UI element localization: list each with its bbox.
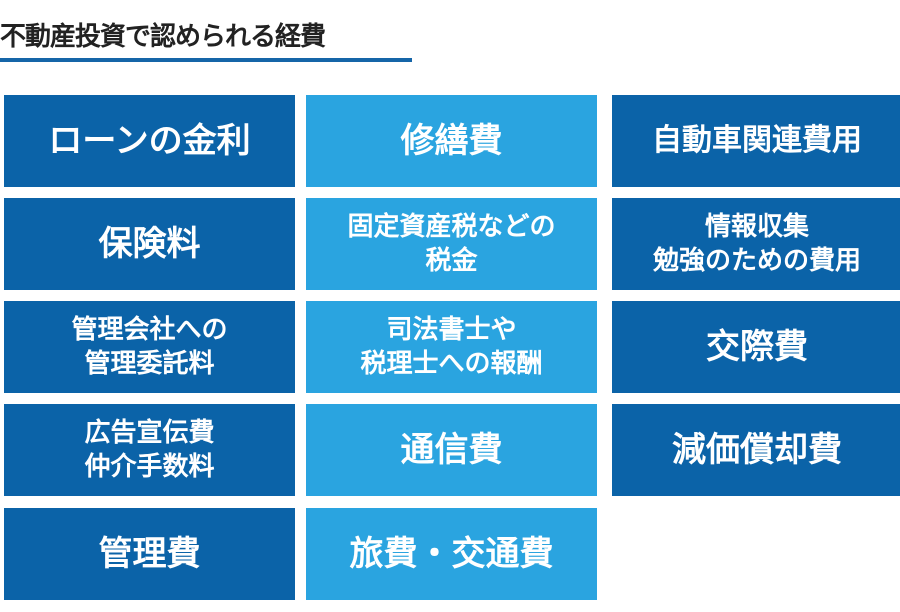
tile-label-line2: 勉強のための費用 — [652, 246, 861, 276]
tile-communication: 通信費 — [306, 404, 597, 496]
tile-label-line1: 管理会社への — [71, 315, 228, 345]
tile-label-line2: 税理士への報酬 — [360, 349, 543, 379]
tile-label-line1: 広告宣伝費 — [84, 418, 215, 448]
tile-label-line1: 情報収集 — [704, 212, 809, 242]
tile-depreciation: 減価償却費 — [612, 404, 900, 496]
tile-label: 自動車関連費用 — [652, 123, 862, 158]
tile-admin: 管理費 — [4, 508, 295, 600]
title-underline — [0, 58, 412, 62]
tile-travel: 旅費・交通費 — [306, 508, 597, 600]
tile-label: ローンの金利 — [48, 121, 251, 161]
tile-label-line2: 管理委託料 — [84, 349, 215, 379]
diagram-title: 不動産投資で認められる経費 — [0, 22, 326, 52]
tile-property-tax: 固定資産税などの 税金 — [306, 198, 597, 290]
tile-label-line2: 仲介手数料 — [84, 452, 215, 482]
tile-research: 情報収集 勉強のための費用 — [612, 198, 900, 290]
tile-label-line1: 固定資産税などの — [347, 212, 556, 242]
tile-professional-fees: 司法書士や 税理士への報酬 — [306, 301, 597, 393]
tile-insurance: 保険料 — [4, 198, 295, 290]
tile-vehicle: 自動車関連費用 — [612, 95, 900, 187]
tile-management-fee: 管理会社への 管理委託料 — [4, 301, 295, 393]
tile-entertainment: 交際費 — [612, 301, 900, 393]
tile-label: 管理費 — [98, 534, 201, 574]
tile-label: 保険料 — [98, 224, 201, 264]
tile-label: 旅費・交通費 — [349, 534, 554, 574]
tile-label: 修繕費 — [400, 121, 503, 161]
tile-advertising: 広告宣伝費 仲介手数料 — [4, 404, 295, 496]
tile-label: 通信費 — [400, 430, 503, 470]
tile-repairs: 修繕費 — [306, 95, 597, 187]
tile-loan-interest: ローンの金利 — [4, 95, 295, 187]
tile-label-line1: 司法書士や — [386, 315, 517, 345]
tile-label: 交際費 — [706, 327, 808, 367]
tile-label: 減価償却費 — [672, 430, 842, 470]
tile-label-line2: 税金 — [425, 246, 478, 276]
